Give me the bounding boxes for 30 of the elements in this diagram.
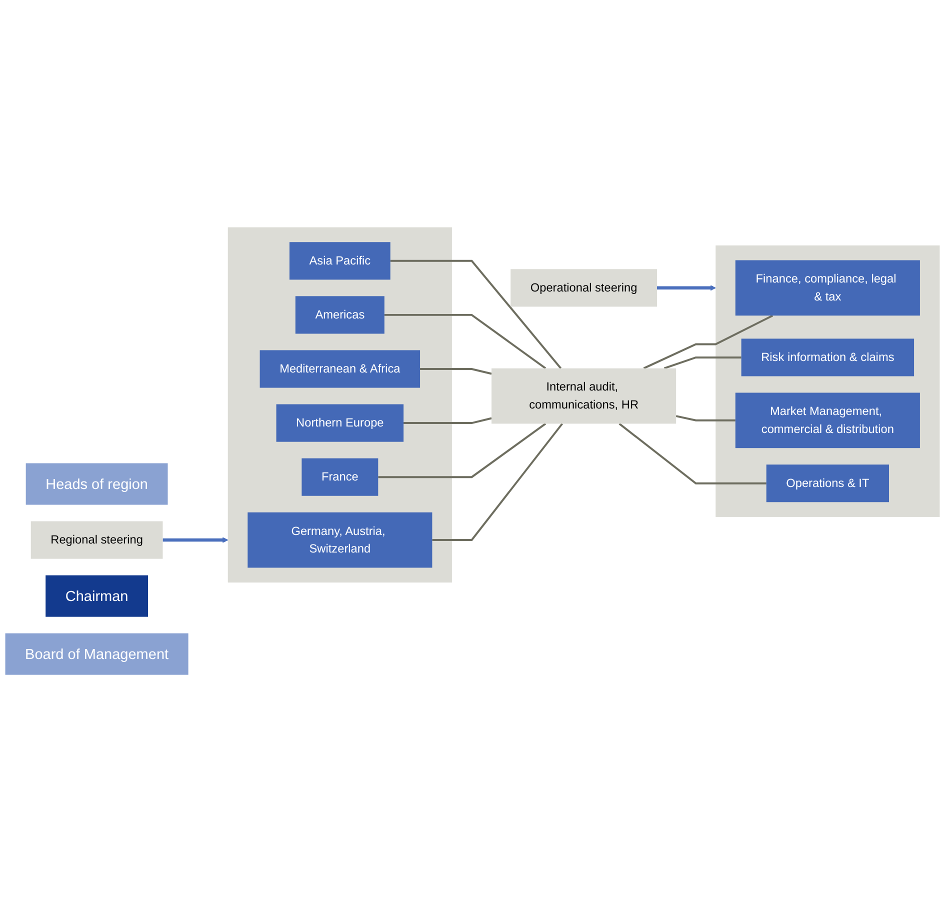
cluster — [716, 245, 940, 517]
arrow — [657, 284, 716, 291]
node-box: Regional steering — [30, 521, 163, 559]
node-box: Northern Europe — [276, 404, 404, 442]
connector — [618, 422, 766, 484]
node-box: Americas — [295, 296, 384, 334]
node-box: Heads of region — [26, 463, 168, 505]
node-box: Finance, compliance, legal & tax — [735, 260, 920, 316]
node-box: France — [302, 458, 378, 496]
node-box: Germany, Austria, Switzerland — [248, 512, 432, 568]
node-box: Market Management, commercial & distribution — [735, 392, 920, 448]
node-box: Internal audit, communications, HR — [492, 368, 676, 424]
node-box: Operations & IT — [766, 464, 889, 502]
connector — [390, 260, 562, 369]
connector — [420, 368, 492, 375]
arrow — [162, 537, 228, 543]
connector — [676, 415, 736, 422]
connector — [378, 422, 546, 478]
node-box: Operational steering — [510, 269, 657, 307]
connector — [384, 314, 546, 370]
connector — [664, 356, 742, 370]
cluster — [228, 227, 452, 582]
connector — [404, 417, 492, 424]
connector — [643, 314, 774, 370]
node-box: Asia Pacific — [289, 242, 390, 280]
node-box: Mediterranean & Africa — [260, 350, 420, 388]
node-box: Board of Management — [5, 633, 188, 675]
connector — [432, 423, 564, 541]
node-box: Risk information & claims — [741, 338, 914, 376]
node-box: Chairman — [46, 575, 148, 617]
